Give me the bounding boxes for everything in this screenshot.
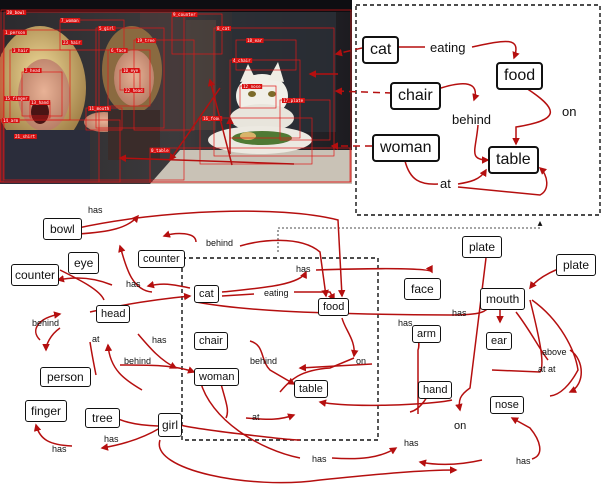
detection-label: 7_woman [61, 18, 79, 23]
rel-eating-top: eating [430, 40, 466, 55]
rel-eating: eating [264, 288, 289, 298]
node-counter-mid[interactable]: counter [138, 250, 185, 268]
detection-label: 0_table [151, 148, 169, 153]
rel-at-person: at [92, 334, 100, 344]
node-nose[interactable]: nose [490, 396, 524, 414]
node-tree[interactable]: tree [85, 408, 120, 428]
detection-label: 2_head [25, 68, 41, 73]
detection-label: 21_shirt [15, 134, 36, 139]
rel-has-arm-extra: has [398, 318, 413, 328]
rel-has-eye: has [126, 279, 141, 289]
node-counter-left[interactable]: counter [11, 264, 60, 286]
node-chair-top[interactable]: chair [390, 82, 441, 110]
detection-label: 23_hair [63, 40, 81, 45]
detection-label: 11_mouth [89, 106, 110, 111]
rel-behind-counter: behind [206, 238, 234, 248]
edge-photo-cat [334, 47, 363, 57]
detection-label: 22_head [125, 88, 143, 93]
node-woman-top[interactable]: woman [372, 134, 440, 162]
rel-has-head: has [152, 335, 167, 345]
detection-label: 13_hand [31, 100, 49, 105]
rel-on-top: on [562, 104, 577, 119]
rel-behind-top: behind [452, 112, 492, 127]
detection-label: 4_chair [233, 58, 251, 63]
top-graph-frame [355, 4, 601, 216]
node-food-top[interactable]: food [496, 62, 544, 90]
detection-label: 6_face [111, 48, 127, 53]
node-food[interactable]: food [318, 298, 350, 316]
detection-label: 16_food [203, 116, 221, 121]
node-ear[interactable]: ear [486, 332, 512, 350]
detection-label: 14_arm [3, 118, 19, 123]
rel-has-bowl: has [88, 205, 103, 215]
node-plate-top[interactable]: plate [462, 236, 503, 258]
rel-at-arm-label: at [538, 364, 546, 374]
detection-label: 19_tree [137, 38, 155, 43]
rel-behind-person: behind [32, 318, 60, 328]
rel-at-top: at [440, 176, 451, 191]
rel-has-plate: has [452, 308, 467, 318]
rel-has-nose: has [516, 456, 531, 466]
rel-has-finger: has [52, 444, 67, 454]
detection-label: 3_hair [13, 48, 29, 53]
rel-has-girl: has [104, 434, 119, 444]
rel-on-table: on [356, 356, 367, 366]
edge-photo-chair [334, 87, 393, 95]
detection-label: 10_eye [123, 68, 139, 73]
node-cat[interactable]: cat [194, 285, 219, 303]
detection-label: 8_cat [217, 26, 230, 31]
node-bowl[interactable]: bowl [43, 218, 82, 240]
detection-label: 1_person [5, 30, 26, 35]
node-table[interactable]: table [294, 380, 328, 398]
detection-label: 18_ear [247, 38, 263, 43]
rel-behind-chair: behind [250, 356, 278, 366]
rel-above: above [542, 347, 567, 357]
node-cat-top[interactable]: cat [362, 36, 400, 64]
rel-has-hand: has [404, 438, 419, 448]
node-eye[interactable]: eye [68, 252, 100, 274]
core-subgraph-frame [181, 257, 379, 441]
detection-label: 15_finger [5, 96, 28, 101]
annotated-photo: 0_table 1_person 2_head 3_hair 4_chair 5_girl… [0, 0, 352, 184]
rel-behind-tree: behind [124, 356, 152, 366]
rel-at-girl: at [252, 412, 260, 422]
node-finger[interactable]: finger [25, 400, 68, 422]
detection-label: 17_plate [283, 98, 304, 103]
node-hand[interactable]: hand [418, 381, 453, 399]
detection-label: 9_counter [173, 12, 196, 17]
node-person[interactable]: person [40, 367, 91, 387]
node-face[interactable]: face [404, 278, 441, 300]
detection-label: 5_girl [99, 26, 115, 31]
detection-label: 20_bowl [7, 10, 25, 15]
rel-has-cat-face: has [296, 264, 311, 274]
node-woman[interactable]: woman [194, 368, 240, 386]
rel-at-arm: at [548, 364, 556, 374]
node-chair[interactable]: chair [194, 332, 228, 350]
rel-has-bottom: has [312, 454, 327, 464]
node-head[interactable]: head [96, 305, 131, 323]
node-arm[interactable]: arm [412, 325, 441, 343]
node-girl[interactable]: girl [158, 413, 183, 437]
node-table-top[interactable]: table [488, 146, 539, 174]
node-mouth[interactable]: mouth [480, 288, 526, 310]
detection-label: 12_nose [243, 84, 261, 89]
rel-on-hand: on [454, 420, 467, 432]
node-plate-right[interactable]: plate [556, 254, 597, 276]
